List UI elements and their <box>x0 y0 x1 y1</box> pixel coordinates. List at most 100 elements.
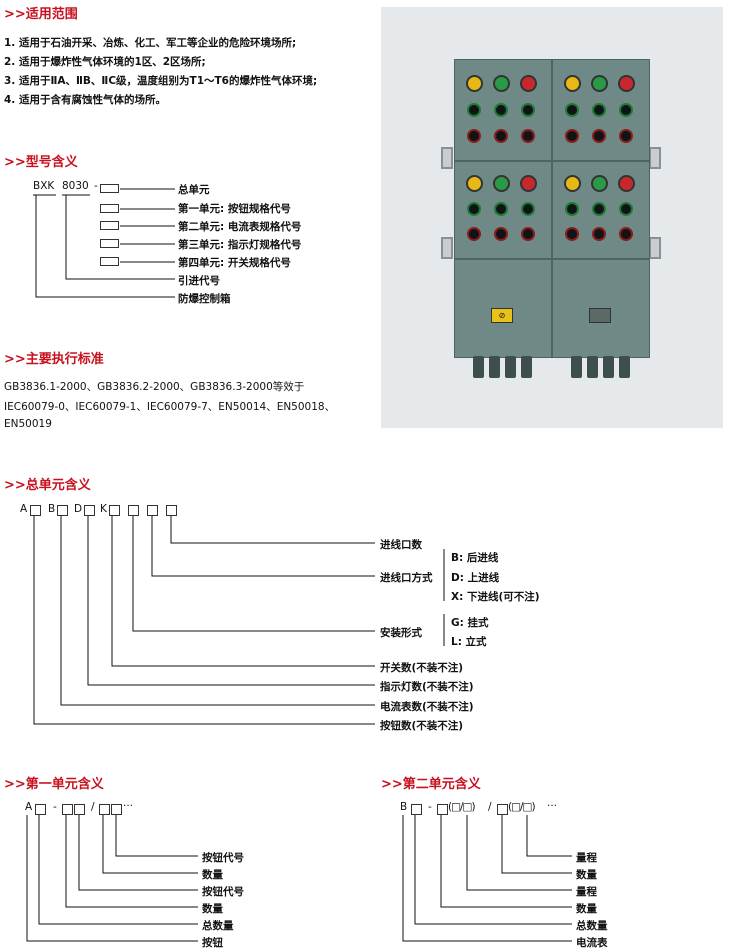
stop-button-icon <box>467 227 481 241</box>
lamp-yellow-icon <box>466 75 483 92</box>
total-letter-b: B <box>48 503 56 515</box>
model-box-unit3 <box>100 239 119 248</box>
unit1-title: >>第一单元含义 <box>4 777 104 792</box>
total-label-lamp-count: 指示灯数(不装不注) <box>380 681 474 693</box>
unit2-label-ammeter: 电流表 <box>576 937 608 949</box>
total-box-mode <box>147 505 158 516</box>
total-label-install-g: G: 挂式 <box>451 617 489 629</box>
unit2-title: >>第二单元含义 <box>381 777 481 792</box>
product-photo: ⊘ <box>381 7 723 428</box>
model-code-prefix: BXK <box>33 180 55 192</box>
total-label-inlet-b: B: 后进线 <box>451 552 499 564</box>
total-label-switch-count: 开关数(不装不注) <box>380 662 464 674</box>
cable-gland-icon <box>619 356 630 378</box>
unit2-box-qty1 <box>437 804 448 815</box>
lamp-green-icon <box>591 75 608 92</box>
unit2-ellipsis: ··· <box>547 800 558 812</box>
total-box-b <box>57 505 68 516</box>
total-label-inlet-count: 进线口数 <box>380 539 422 551</box>
lamp-yellow-icon <box>564 75 581 92</box>
total-box-a <box>30 505 41 516</box>
cable-gland-icon <box>489 356 500 378</box>
total-label-install: 安装形式 <box>380 627 422 639</box>
stop-button-icon <box>494 227 508 241</box>
unit1-sep1: - <box>53 801 57 813</box>
lamp-red-icon <box>618 175 635 192</box>
total-label-ammeter-count: 电流表数(不装不注) <box>380 701 474 713</box>
total-label-button-count: 按钮数(不装不注) <box>380 720 464 732</box>
cable-gland-icon <box>587 356 598 378</box>
unit1-label-button: 按钮 <box>202 937 223 949</box>
stop-button-icon <box>565 129 579 143</box>
start-button-icon <box>467 202 481 216</box>
standards-title: >>主要执行标准 <box>4 352 104 367</box>
unit2-label-qty1: 数量 <box>576 903 597 915</box>
total-label-inlet-d: D: 上进线 <box>451 572 500 584</box>
stop-button-icon <box>592 129 606 143</box>
scope-item-3: 3. 适用于ⅡA、ⅡB、ⅡC级，温度组别为T1～T6的爆炸性气体环境; <box>4 75 318 87</box>
scope-item-2: 2. 适用于爆炸性气体环境的1区、2区场所; <box>4 56 206 68</box>
stop-button-icon <box>619 129 633 143</box>
unit2-range1: (□/□) <box>448 801 476 813</box>
unit1-label-code2: 按钮代号 <box>202 852 244 864</box>
stop-button-icon <box>565 227 579 241</box>
unit2-box-qty2 <box>497 804 508 815</box>
unit1-box-qty1 <box>62 804 73 815</box>
start-button-icon <box>619 103 633 117</box>
scope-item-1: 1. 适用于石油开采、冶炼、化工、军工等企业的危险环境场所; <box>4 37 297 49</box>
unit1-ellipsis: ··· <box>123 800 134 812</box>
model-code-num: 8030 <box>62 180 89 192</box>
model-label-unit3: 第三单元: 指示灯规格代号 <box>178 239 302 251</box>
lamp-red-icon <box>520 175 537 192</box>
unit1-box-total <box>35 804 46 815</box>
model-label-box: 防爆控制箱 <box>178 293 231 305</box>
start-button-icon <box>565 103 579 117</box>
start-button-icon <box>494 202 508 216</box>
unit1-box-qty2 <box>99 804 110 815</box>
start-button-icon <box>565 202 579 216</box>
model-label-total: 总单元 <box>178 184 210 196</box>
stop-button-icon <box>494 129 508 143</box>
total-box-install <box>128 505 139 516</box>
stop-button-icon <box>467 129 481 143</box>
unit1-label-qty2: 数量 <box>202 869 223 881</box>
lamp-yellow-icon <box>466 175 483 192</box>
scope-item-4: 4. 适用于含有腐蚀性气体的场所。 <box>4 94 166 106</box>
unit1-letter: A <box>25 801 33 813</box>
unit1-label-total: 总数量 <box>202 920 234 932</box>
model-label-origin: 引进代号 <box>178 275 220 287</box>
start-button-icon <box>592 103 606 117</box>
unit2-label-range2: 量程 <box>576 852 597 864</box>
unit1-label-qty1: 数量 <box>202 903 223 915</box>
model-box-unit1 <box>100 204 119 213</box>
model-box-unit2 <box>100 221 119 230</box>
total-letter-a: A <box>20 503 28 515</box>
warning-plate-icon: ⊘ <box>491 308 513 323</box>
stop-button-icon <box>521 227 535 241</box>
total-letter-k: K <box>100 503 107 515</box>
start-button-icon <box>494 103 508 117</box>
total-box-count <box>166 505 177 516</box>
unit2-label-total: 总数量 <box>576 920 608 932</box>
cable-gland-icon <box>571 356 582 378</box>
lamp-green-icon <box>493 75 510 92</box>
model-box-total <box>100 184 119 193</box>
lamp-red-icon <box>520 75 537 92</box>
model-label-unit4: 第四单元: 开关规格代号 <box>178 257 291 269</box>
cable-gland-icon <box>521 356 532 378</box>
unit1-label-code1: 按钮代号 <box>202 886 244 898</box>
model-label-unit2: 第二单元: 电流表规格代号 <box>178 221 302 233</box>
total-label-install-l: L: 立式 <box>451 636 487 648</box>
model-box-unit4 <box>100 257 119 266</box>
total-unit-title: >>总单元含义 <box>4 478 91 493</box>
start-button-icon <box>467 103 481 117</box>
start-button-icon <box>521 103 535 117</box>
standards-line-3: EN50019 <box>4 418 52 430</box>
cable-gland-icon <box>505 356 516 378</box>
unit2-sep1: - <box>428 801 432 813</box>
left-handle <box>441 147 453 169</box>
scope-title: >>适用范围 <box>4 7 78 22</box>
unit2-box-total <box>411 804 422 815</box>
stop-button-icon <box>521 129 535 143</box>
